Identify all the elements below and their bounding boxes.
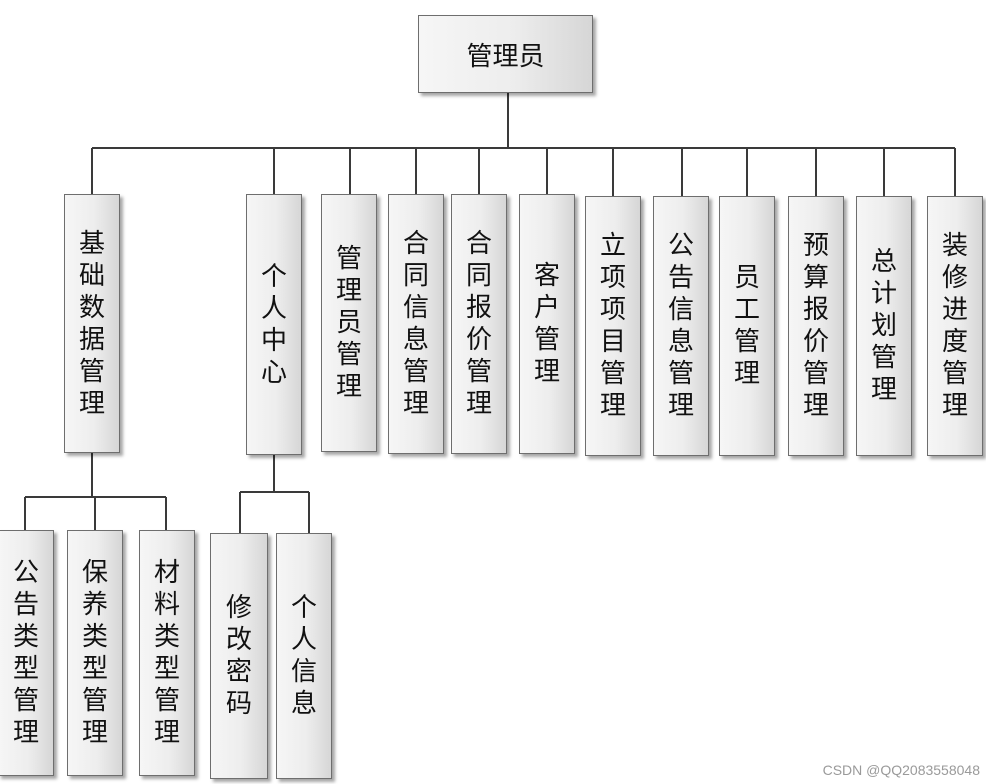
module-label: 预算报价管理: [803, 231, 830, 421]
module-label: 总计划管理: [871, 247, 898, 405]
module-label: 基础数据管理: [79, 228, 106, 419]
module-node-personal-center: 个人中心: [246, 194, 302, 455]
module-label: 合同报价管理: [466, 229, 493, 419]
module-node-project: 立项项目管理: [585, 196, 641, 456]
root-node-admin: 管理员: [418, 15, 593, 93]
module-label: 合同信息管理: [403, 229, 430, 419]
module-node-customer: 客户管理: [519, 194, 575, 454]
root-node-label: 管理员: [466, 41, 545, 72]
module-node-master-plan: 总计划管理: [856, 196, 912, 456]
submodule-label: 修改密码: [226, 593, 253, 719]
submodule-label: 材料类型管理: [154, 558, 181, 748]
module-label: 个人中心: [261, 261, 288, 388]
module-label: 立项项目管理: [600, 231, 627, 421]
module-node-contract-info: 合同信息管理: [388, 194, 444, 454]
submodule-node-material-type: 材料类型管理: [139, 530, 195, 776]
submodule-node-maintenance-type: 保养类型管理: [67, 530, 123, 776]
module-node-contract-quote: 合同报价管理: [451, 194, 507, 454]
submodule-label: 保养类型管理: [82, 558, 109, 748]
module-label: 管理员管理: [336, 244, 363, 402]
module-node-budget-quote: 预算报价管理: [788, 196, 844, 456]
module-label: 客户管理: [534, 261, 561, 387]
submodule-node-notice-type: 公告类型管理: [0, 530, 54, 776]
watermark-text: CSDN @QQ2083558048: [822, 762, 980, 778]
submodule-label: 公告类型管理: [13, 558, 40, 748]
submodule-node-personal-info: 个人信息: [276, 533, 332, 779]
module-node-notice-info: 公告信息管理: [653, 196, 709, 456]
submodule-node-change-password: 修改密码: [210, 533, 268, 779]
module-node-employee: 员工管理: [719, 196, 775, 456]
module-label: 员工管理: [734, 263, 761, 389]
submodule-label: 个人信息: [291, 593, 318, 719]
module-node-admin-management: 管理员管理: [321, 194, 377, 452]
module-label: 装修进度管理: [942, 231, 969, 421]
module-node-basic-data: 基础数据管理: [64, 194, 120, 453]
module-node-renovation-progress: 装修进度管理: [927, 196, 983, 456]
module-label: 公告信息管理: [668, 231, 695, 421]
